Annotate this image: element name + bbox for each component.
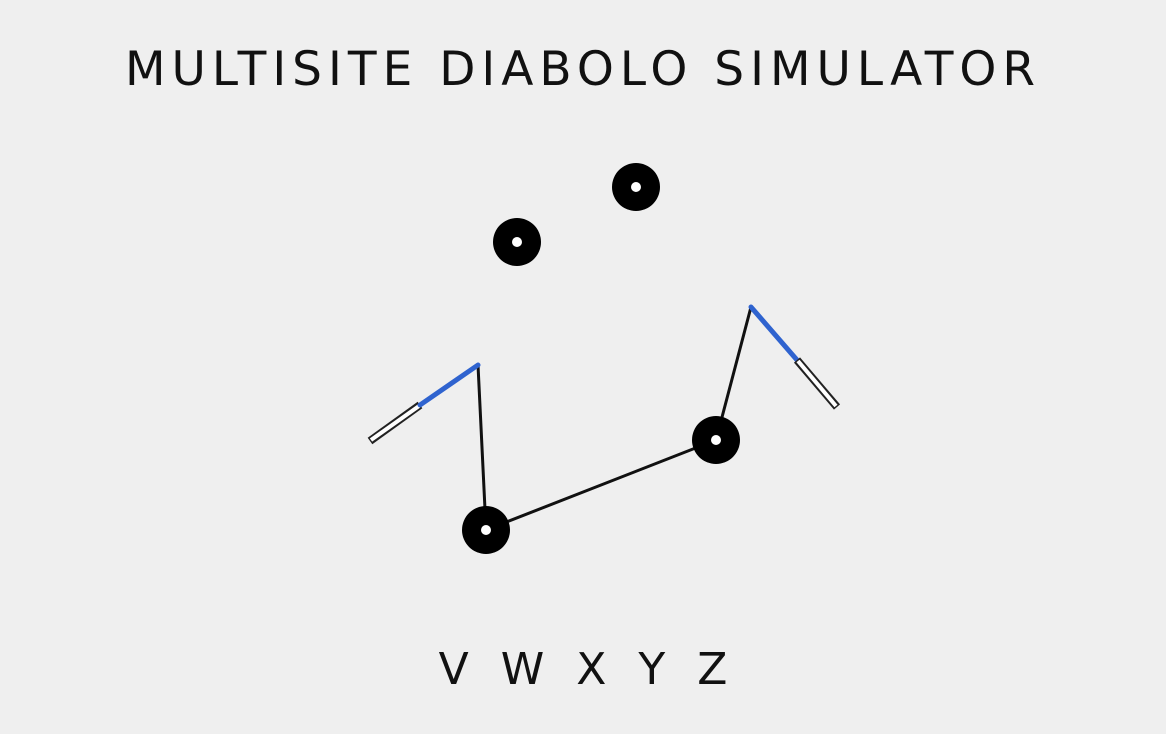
diabolo[interactable] [612, 163, 660, 211]
key-x[interactable]: X [576, 644, 607, 695]
diabolo[interactable] [462, 506, 510, 554]
key-selector: V W X Y Z [0, 642, 1166, 698]
diabolo-string [476, 306, 753, 532]
diabolo[interactable] [493, 218, 541, 266]
key-z[interactable]: Z [697, 644, 728, 695]
left-stick[interactable] [367, 362, 481, 445]
right-stick-handle-fill [796, 359, 838, 408]
right-stick[interactable] [748, 304, 841, 410]
left-stick-tip [417, 362, 481, 408]
key-w[interactable]: W [500, 644, 545, 695]
right-stick-tip [748, 304, 800, 363]
game-title: MULTISITE DIABOLO SIMULATOR [124, 42, 1042, 97]
left-stick-handle-fill [369, 404, 421, 442]
key-y[interactable]: Y [638, 644, 666, 695]
diabolo[interactable] [692, 416, 740, 464]
key-v[interactable]: V [438, 644, 469, 695]
